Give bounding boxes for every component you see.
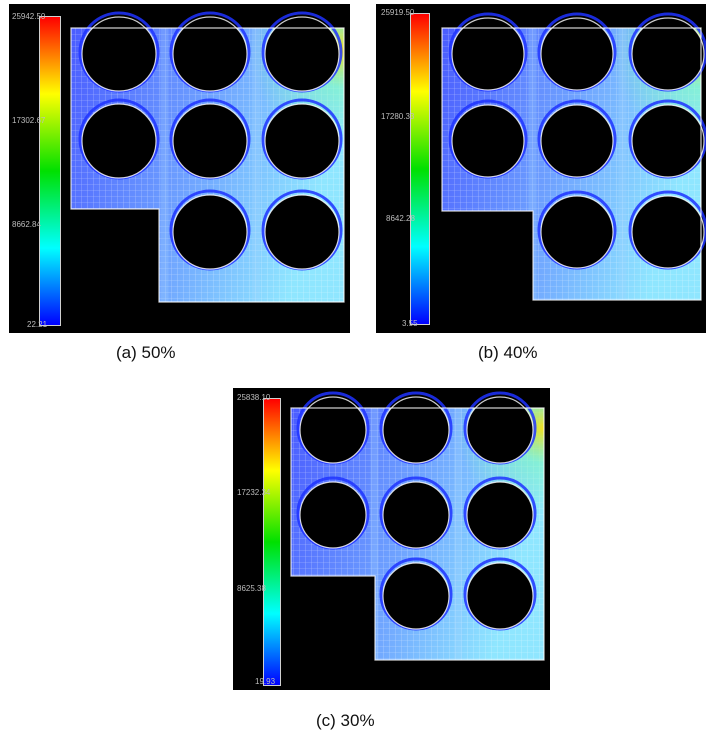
caption-a: (a) 50% — [116, 343, 176, 362]
colorbar-a — [39, 16, 61, 326]
colorbar-c — [263, 398, 281, 686]
hole-0-2 — [261, 11, 343, 93]
colorbar-max-label-c: 25838.10 — [237, 393, 271, 402]
colorbar-upper-label-c: 17232.34 — [237, 488, 271, 497]
colorbar-mid-label-c: 8625.38 — [237, 584, 266, 593]
hole-0-0 — [78, 11, 160, 93]
stress-plot-c — [290, 391, 545, 661]
hole-1-1 — [537, 12, 617, 92]
colorbar-min-label-a: 22.21 — [27, 320, 48, 329]
hole-1-4 — [537, 99, 617, 179]
hole-2-6 — [379, 557, 453, 631]
colorbar-upper-label-a: 17302.67 — [12, 116, 46, 125]
hole-2-4 — [379, 476, 453, 550]
hole-0-6 — [169, 189, 251, 271]
hole-0-5 — [261, 98, 343, 180]
hole-0-3 — [78, 98, 160, 180]
colorbar-upper-label-b: 17280.33 — [381, 112, 415, 121]
hole-1-7 — [628, 190, 706, 270]
hole-1-5 — [628, 99, 706, 179]
colorbar-min-label-c: 19.93 — [255, 677, 276, 686]
colorbar-mid-label-b: 8642.28 — [386, 214, 415, 223]
colorbar-b — [410, 13, 430, 325]
panel-c: 25838.10 17232.34 8625.38 19.93 — [233, 388, 550, 690]
hole-0-1 — [169, 11, 251, 93]
caption-c: (c) 30% — [316, 711, 375, 730]
stress-plot-a — [70, 11, 345, 303]
hole-0-7 — [261, 189, 343, 271]
hole-2-1 — [379, 391, 453, 465]
hole-1-0 — [448, 12, 528, 92]
colorbar-max-label-b: 25919.50 — [381, 8, 415, 17]
hole-2-2 — [463, 391, 537, 465]
hole-2-5 — [463, 476, 537, 550]
panel-a: 25942.50 17302.67 8662.84 22.21 — [9, 4, 350, 333]
hole-1-3 — [448, 99, 528, 179]
hole-2-0 — [296, 391, 370, 465]
caption-b: (b) 40% — [478, 343, 538, 362]
colorbar-mid-label-a: 8662.84 — [12, 220, 41, 229]
stress-plot-b — [441, 12, 706, 301]
hole-2-3 — [296, 476, 370, 550]
hole-2-7 — [463, 557, 537, 631]
hole-1-2 — [628, 12, 706, 92]
hole-1-6 — [537, 190, 617, 270]
colorbar-max-label-a: 25942.50 — [12, 12, 46, 21]
hole-0-4 — [169, 98, 251, 180]
panel-b: 25919.50 17280.33 8642.28 3.55 — [376, 4, 706, 333]
plate-outline-2 — [290, 407, 545, 661]
plate-outline-1 — [441, 27, 702, 301]
colorbar-min-label-b: 3.55 — [402, 319, 418, 328]
plate-outline-0 — [70, 27, 345, 303]
